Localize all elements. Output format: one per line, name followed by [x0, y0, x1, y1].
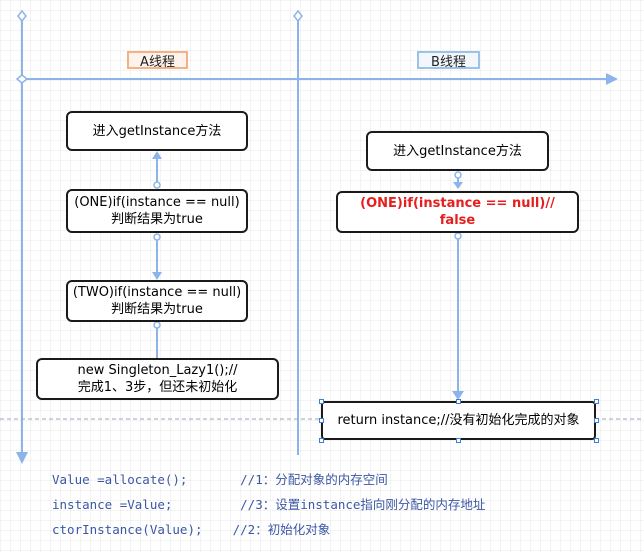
selection-handle[interactable]	[594, 418, 599, 423]
selection-handle[interactable]	[456, 438, 461, 443]
connector-a1-dot	[153, 181, 161, 189]
connector-a2-dot	[153, 233, 161, 241]
axis-horizontal-arrowhead	[606, 73, 618, 85]
axis-horizontal-diamond	[15, 74, 29, 84]
selection-handle[interactable]	[594, 399, 599, 404]
axis-left-arrowhead	[16, 452, 28, 464]
selection-handle[interactable]	[319, 418, 324, 423]
thread-b-if-one-false: (ONE)if(instance == null)// false	[336, 191, 579, 233]
thread-a-if-two: (TWO)if(instance == null) 判断结果为true	[66, 280, 248, 322]
connector-b2-arrowhead	[452, 391, 464, 400]
lane-a-label: A线程	[127, 51, 188, 70]
code-note-ctor: ctorInstance(Value); //2：初始化对象	[52, 522, 331, 537]
connector-a3-dot	[153, 321, 161, 329]
selection-handle[interactable]	[594, 438, 599, 443]
code-note-assign: instance =Value; //3：设置instance指向刚分配的内存地…	[52, 497, 486, 512]
axis-middle-diamond	[293, 9, 303, 23]
thread-a-enter-method: 进入getInstance方法	[66, 111, 248, 151]
thread-b-enter-method: 进入getInstance方法	[366, 131, 549, 171]
thread-b-return-instance[interactable]: return instance;//没有初始化完成的对象	[321, 401, 596, 440]
connector-a1-arrowhead	[152, 151, 162, 159]
selection-handle[interactable]	[456, 399, 461, 404]
selection-handle[interactable]	[319, 438, 324, 443]
thread-a-if-one: (ONE)if(instance == null) 判断结果为true	[66, 189, 248, 233]
selection-handle[interactable]	[319, 399, 324, 404]
code-note-allocate: Value =allocate(); //1：分配对象的内存空间	[52, 472, 388, 487]
connector-a2-arrowhead	[152, 272, 162, 280]
connector-b1-dot	[454, 171, 462, 179]
lane-b-label: B线程	[417, 51, 480, 70]
thread-a-new-instance: new Singleton_Lazy1();// 完成1、3步，但还未初始化	[36, 358, 279, 400]
axis-left-diamond	[17, 9, 27, 23]
connector-b1-arrowhead	[453, 182, 463, 189]
connector-b2-dot	[454, 232, 462, 240]
